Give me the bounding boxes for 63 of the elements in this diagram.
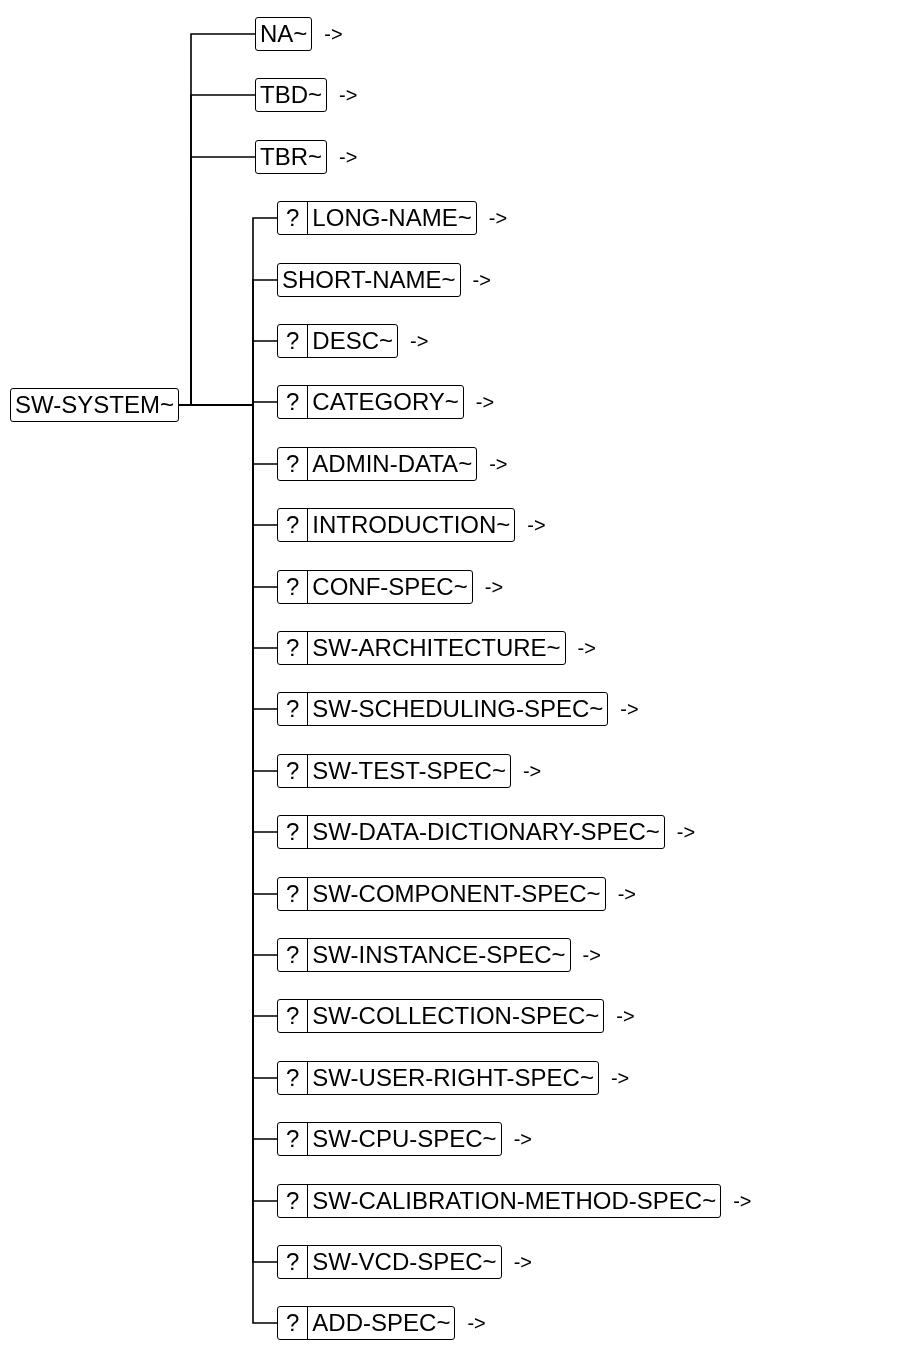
reference-arrow-text: -> [513,1127,532,1152]
reference-arrow-text: -> [620,697,639,722]
element-name: ADMIN-DATA~ [311,449,474,479]
element-name: SW-SCHEDULING-SPEC~ [311,694,605,724]
element-name: SW-CPU-SPEC~ [311,1124,498,1154]
element-name: SW-ARCHITECTURE~ [311,633,562,663]
reference-arrow-text: -> [676,820,696,845]
reference-arrow-text: -> [733,1189,752,1214]
element-name: CONF-SPEC~ [311,572,469,602]
reference-arrow-text: -> [339,145,358,170]
element-name: DESC~ [311,326,395,356]
element-name: TBR~ [259,142,323,172]
element-name: CATEGORY~ [311,387,460,417]
reference-arrow-text: -> [513,1250,532,1275]
element-name: INTRODUCTION~ [311,510,512,540]
element-box [277,1306,456,1340]
element-box [277,631,566,665]
element-box [277,570,473,604]
element-box [277,324,399,358]
element-box [277,938,571,972]
element-box [277,201,477,235]
reference-arrow-text: -> [467,1311,486,1336]
element-name: SW-TEST-SPEC~ [311,756,507,786]
reference-arrow-text: -> [410,329,429,354]
element-box [277,447,478,481]
element-box [277,385,464,419]
element-name: SW-INSTANCE-SPEC~ [311,940,567,970]
reference-arrow-text: -> [617,882,636,907]
element-box [277,508,516,542]
reference-arrow-text: -> [472,268,491,293]
element-name: SHORT-NAME~ [281,265,457,295]
element-name: SW-COLLECTION-SPEC~ [311,1001,601,1031]
element-name: NA~ [259,19,309,49]
element-box [277,1061,599,1095]
reference-arrow-text: -> [324,22,343,47]
element-name: SW-CALIBRATION-METHOD-SPEC~ [311,1186,718,1216]
reference-arrow-text: -> [489,452,508,477]
reference-arrow-text: -> [616,1004,635,1029]
reference-arrow-text: -> [484,575,504,600]
reference-arrow-text: -> [582,943,601,968]
reference-arrow-text: -> [577,636,596,661]
element-name: SW-COMPONENT-SPEC~ [311,879,602,909]
element-name: SW-USER-RIGHT-SPEC~ [311,1063,595,1093]
element-box [277,815,665,849]
element-name: ADD-SPEC~ [311,1308,452,1338]
element-box [277,999,605,1033]
reference-arrow-text: -> [610,1066,630,1091]
reference-arrow-text: -> [522,759,542,784]
reference-arrow-text: -> [475,390,495,415]
element-name: LONG-NAME~ [311,203,473,233]
reference-arrow-text: -> [527,513,546,538]
element-box [277,877,606,911]
reference-arrow-text: -> [488,206,508,231]
element-name: SW-SYSTEM~ [14,390,175,420]
element-box [277,1245,502,1279]
element-name: SW-DATA-DICTIONARY-SPEC~ [311,817,661,847]
element-box [277,1122,502,1156]
element-name: SW-VCD-SPEC~ [311,1247,498,1277]
reference-arrow-text: -> [339,83,358,108]
element-box [277,1184,722,1218]
element-box [277,754,511,788]
element-box [277,692,609,726]
element-name: TBD~ [259,80,323,110]
